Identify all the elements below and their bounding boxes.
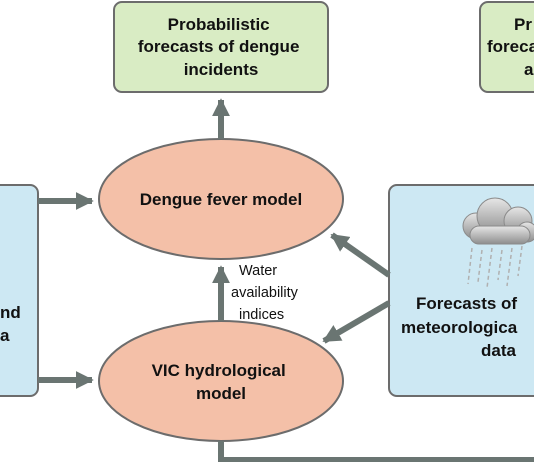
flow-arrows: [38, 98, 534, 462]
dengue-fever-model-label: Dengue fever model: [140, 190, 303, 209]
svg-text:Forecasts of meteorologi: Forecasts of meteorologica data: [401, 294, 522, 360]
svg-text:nd a: nd a: [0, 303, 26, 345]
arrow-meteo-to-dengue: [330, 232, 391, 278]
dengue-forecast-line-2: forecasts of dengue: [138, 37, 300, 56]
svg-text:VIC hydrological model: VIC hydrological model: [152, 361, 291, 403]
vic-hydrological-model-node: VIC hydrological model: [98, 320, 344, 442]
right-forecast-line-2: foreca: [487, 37, 534, 56]
dengue-fever-model-node: Dengue fever model: [98, 138, 344, 260]
bottom-connector-line: [218, 441, 534, 462]
meteorological-line-1: Forecasts of: [416, 294, 517, 313]
dengue-forecast-line-1: Probabilistic: [168, 15, 270, 34]
meteorological-line-3: data: [481, 341, 517, 360]
dengue-forecast-box: Probabilistic forecasts of dengue incide…: [113, 1, 329, 93]
vic-model-line-1: VIC hydrological: [152, 361, 286, 380]
left-input-line-2: a: [0, 326, 10, 345]
svg-text:Pr foreca a: Pr foreca a: [487, 15, 534, 79]
right-forecast-line-3: a: [524, 60, 534, 79]
right-forecast-line-1: Pr: [514, 15, 532, 34]
right-forecast-box: Pr foreca a: [479, 1, 534, 93]
svg-text:Probabilistic forecasts: Probabilistic forecasts of dengue incide…: [138, 15, 304, 79]
vic-model-line-2: model: [196, 384, 246, 403]
water-availability-label: Water availability indices: [231, 263, 302, 323]
left-input-line-1: nd: [0, 303, 21, 322]
rain-cloud-icon: [462, 197, 534, 289]
water-availability-line-1: Water: [239, 263, 277, 279]
meteorological-line-2: meteorologica: [401, 318, 518, 337]
water-availability-line-3: indices: [239, 307, 284, 323]
water-availability-line-2: availability: [231, 285, 299, 301]
dengue-forecast-line-3: incidents: [184, 60, 259, 79]
arrow-meteo-to-vic: [322, 300, 391, 344]
left-input-box: nd a: [0, 184, 39, 397]
